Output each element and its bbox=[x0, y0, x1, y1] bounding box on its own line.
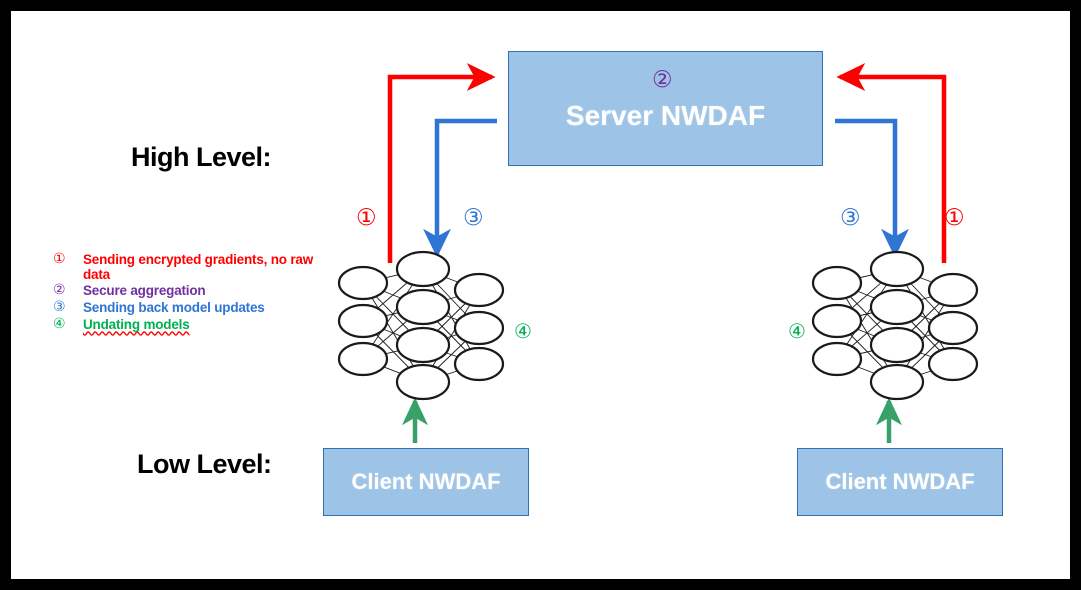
legend-item: ③ Sending back model updates bbox=[53, 298, 323, 316]
slide-canvas: High Level: Low Level: Server NWDAF Clie… bbox=[11, 11, 1070, 579]
client-nwdaf-box-right[interactable]: Client NWDAF bbox=[797, 448, 1003, 516]
legend-item: ② Secure aggregation bbox=[53, 283, 323, 299]
step-marker-4-right: ④ bbox=[788, 319, 806, 343]
legend-label: Sending encrypted gradients, no raw data bbox=[83, 252, 314, 283]
legend-number: ④ bbox=[53, 315, 66, 332]
arrow-upload-left bbox=[387, 63, 496, 263]
arrow-download-right bbox=[835, 118, 909, 258]
step-marker-2-server: ② bbox=[652, 67, 673, 93]
neural-network-right bbox=[811, 250, 979, 401]
step-marker-1-right: ① bbox=[944, 205, 965, 231]
step-marker-1-left: ① bbox=[356, 205, 377, 231]
step-marker-4-left: ④ bbox=[514, 319, 532, 343]
legend-label: Sending back model updates bbox=[83, 299, 265, 315]
arrow-upload-right bbox=[836, 63, 947, 263]
legend-item: ① Sending encrypted gradients, no raw da… bbox=[53, 251, 323, 283]
server-nwdaf-box[interactable]: Server NWDAF bbox=[508, 51, 823, 166]
step-marker-3-left: ③ bbox=[463, 205, 484, 231]
arrow-download-left bbox=[423, 118, 497, 258]
legend-number: ③ bbox=[53, 298, 66, 315]
legend-number: ② bbox=[53, 282, 66, 299]
step-marker-3-right: ③ bbox=[840, 205, 861, 231]
legend-label: Secure aggregation bbox=[83, 283, 206, 299]
high-level-label: High Level: bbox=[131, 142, 272, 172]
legend-label: Undating models bbox=[83, 316, 190, 332]
legend-number: ① bbox=[53, 251, 66, 267]
low-level-label: Low Level: bbox=[137, 449, 272, 479]
legend: ① Sending encrypted gradients, no raw da… bbox=[53, 251, 323, 333]
client-nwdaf-box-left[interactable]: Client NWDAF bbox=[323, 448, 529, 516]
legend-item: ④ Undating models bbox=[53, 315, 323, 333]
neural-network-left bbox=[337, 250, 505, 401]
